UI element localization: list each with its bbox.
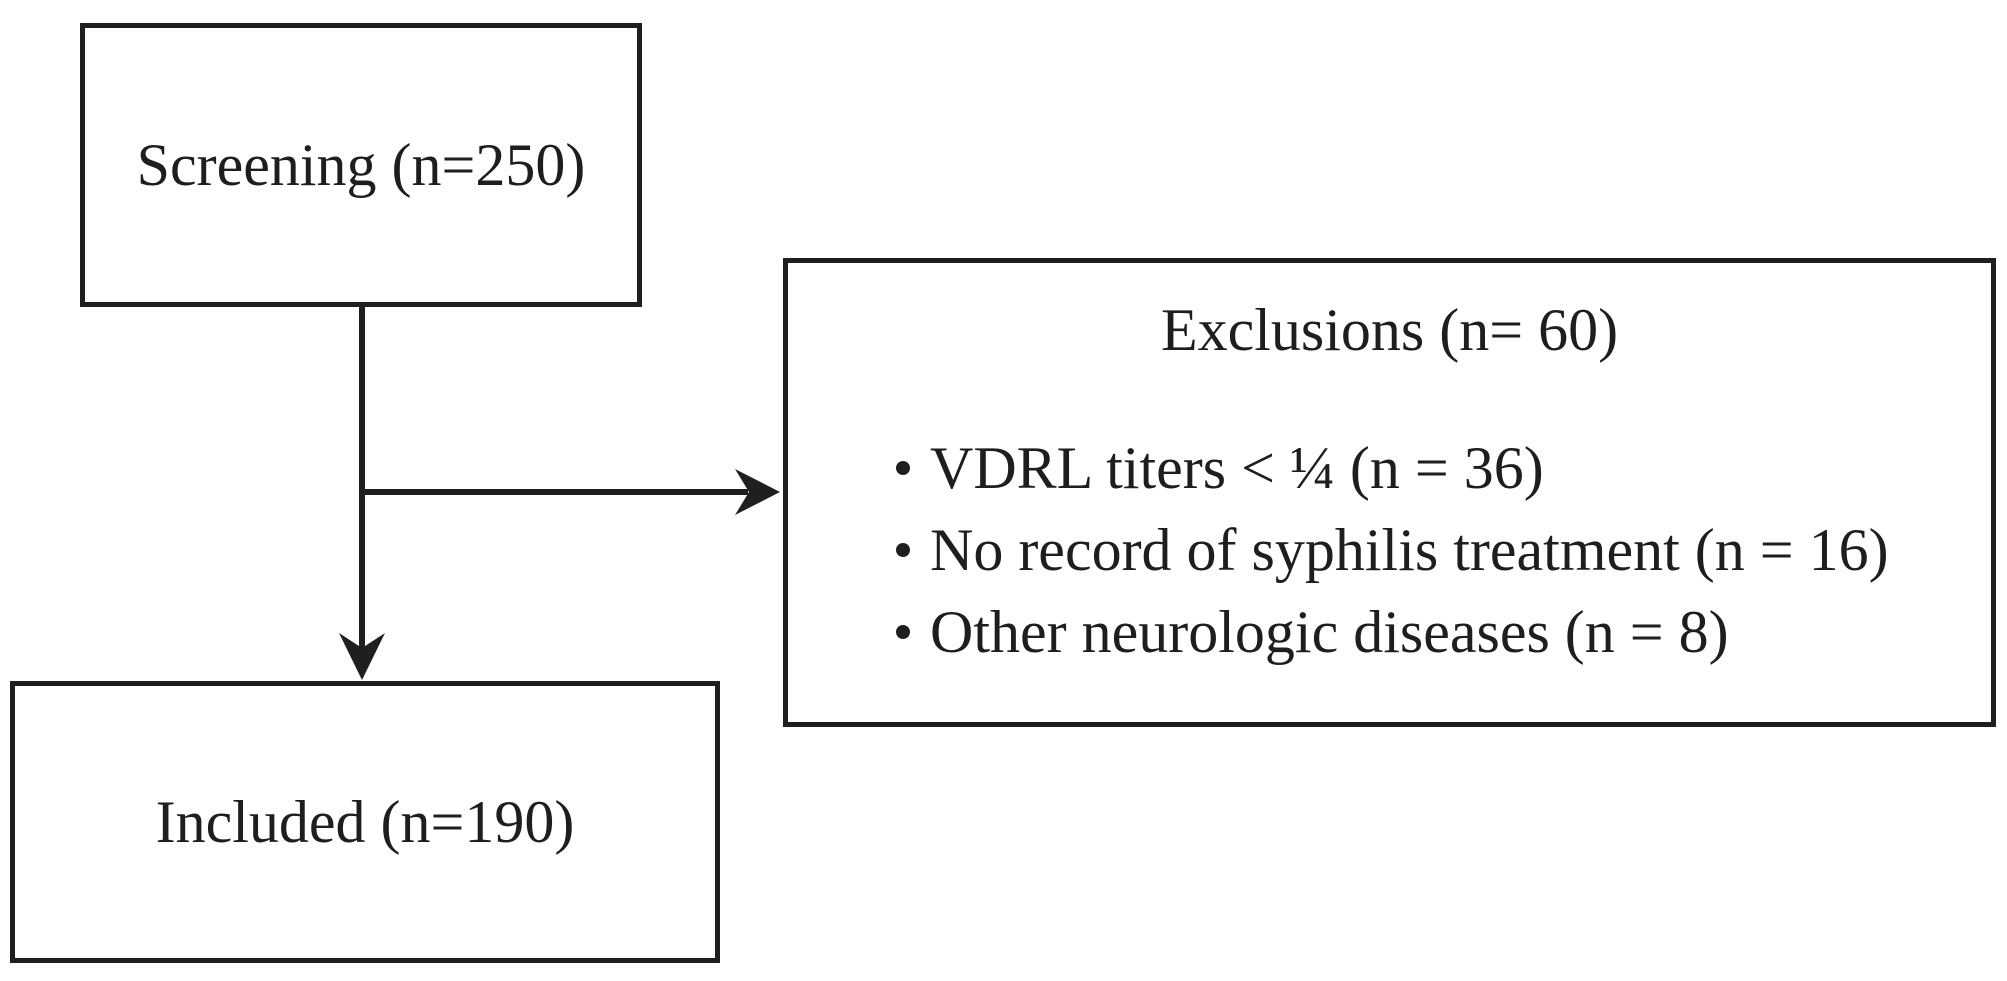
screening-label: Screening (n=250) <box>136 131 586 198</box>
included-label: Included (n=190) <box>155 788 575 855</box>
exclusions-title: Exclusions (n= 60) <box>1160 297 1619 363</box>
exclusion-item-vdrl: VDRL titers < ¼ (n = 36) <box>896 427 1971 509</box>
exclusion-item-no-treatment-record: No record of syphilis treatment (n = 16) <box>896 509 1971 591</box>
exclusions-box: Exclusions (n= 60) VDRL titers < ¼ (n = … <box>783 258 1996 727</box>
down-arrowhead-icon <box>339 633 385 680</box>
exclusion-item-other-neurologic: Other neurologic diseases (n = 8) <box>896 591 1971 673</box>
exclusions-list: VDRL titers < ¼ (n = 36) No record of sy… <box>788 427 1991 673</box>
screening-box: Screening (n=250) <box>80 23 642 307</box>
right-arrowhead-icon <box>735 469 780 515</box>
included-box: Included (n=190) <box>10 681 720 963</box>
